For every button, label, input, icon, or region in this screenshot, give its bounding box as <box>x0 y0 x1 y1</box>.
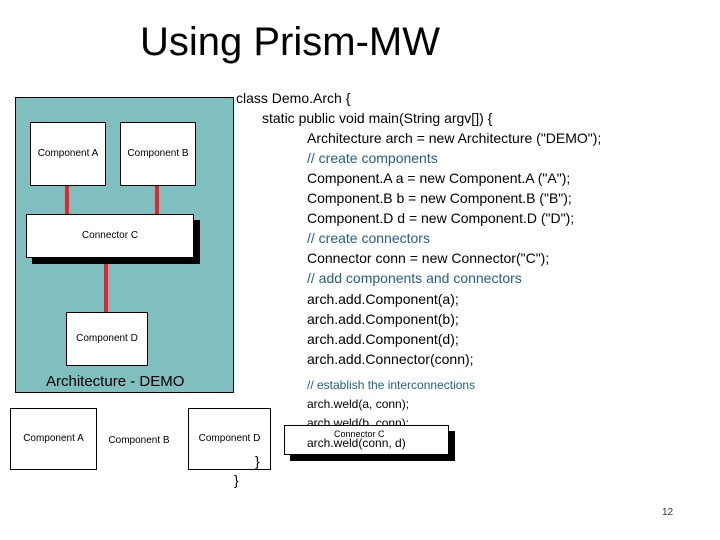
weld-line-3: arch.weld(conn, d) <box>307 436 406 450</box>
wire-b-to-connector <box>155 186 159 214</box>
bottom-component-a-label: Component A <box>23 433 84 444</box>
bottom-component-b: Component B <box>100 410 178 472</box>
weld-line-1: arch.weld(a, conn); <box>307 397 410 411</box>
bottom-component-d-label: Component D <box>198 433 261 444</box>
close-brace-outer: } <box>234 472 239 488</box>
code-line-12: arch.add.Component(b); <box>307 311 459 327</box>
code-line-10: // add components and connectors <box>307 270 522 286</box>
connector-c-box: Connector C <box>26 214 194 258</box>
code-line-14: arch.add.Connector(conn); <box>307 351 474 367</box>
code-line-8: // create connectors <box>307 230 430 246</box>
code-line-1: class Demo.Arch { <box>236 90 351 106</box>
code-line-6: Component.B b = new Component.B ("B"); <box>307 190 572 206</box>
code-line-5: Component.A a = new Component.A ("A"); <box>307 170 571 186</box>
code-line-7: Component.D d = new Component.D ("D"); <box>307 210 575 226</box>
component-b-box: Component B <box>120 122 196 186</box>
interconnect-comment: // establish the interconnections <box>307 378 476 392</box>
code-line-3: Architecture arch = new Architecture ("D… <box>307 130 602 146</box>
page-number: 12 <box>662 507 674 518</box>
component-a-label: Component A <box>37 148 99 159</box>
component-b-label: Component B <box>127 148 189 159</box>
connector-c-label: Connector C <box>81 230 139 241</box>
wire-connector-to-d <box>104 264 108 312</box>
architecture-label: Architecture - DEMO <box>46 373 185 390</box>
bottom-component-b-label: Component B <box>108 435 170 446</box>
component-d-label: Component D <box>76 333 138 344</box>
component-d-box: Component D <box>66 312 148 366</box>
wire-a-to-connector <box>65 186 69 214</box>
close-brace-inner: } <box>255 453 260 469</box>
connector-c-overlay-box <box>284 425 449 455</box>
code-line-13: arch.add.Component(d); <box>307 331 459 347</box>
component-a-box: Component A <box>30 122 106 186</box>
code-line-2: static public void main(String argv[]) { <box>262 110 493 126</box>
code-line-4: // create components <box>307 150 438 166</box>
code-line-9: Connector conn = new Connector("C"); <box>307 250 550 266</box>
bottom-component-d: Component D <box>188 408 271 470</box>
connector-c-overlay-label: Connector C <box>334 429 385 439</box>
bottom-component-a: Component A <box>10 408 97 470</box>
code-line-11: arch.add.Component(a); <box>307 291 459 307</box>
slide-title: Using Prism-MW <box>140 20 440 64</box>
